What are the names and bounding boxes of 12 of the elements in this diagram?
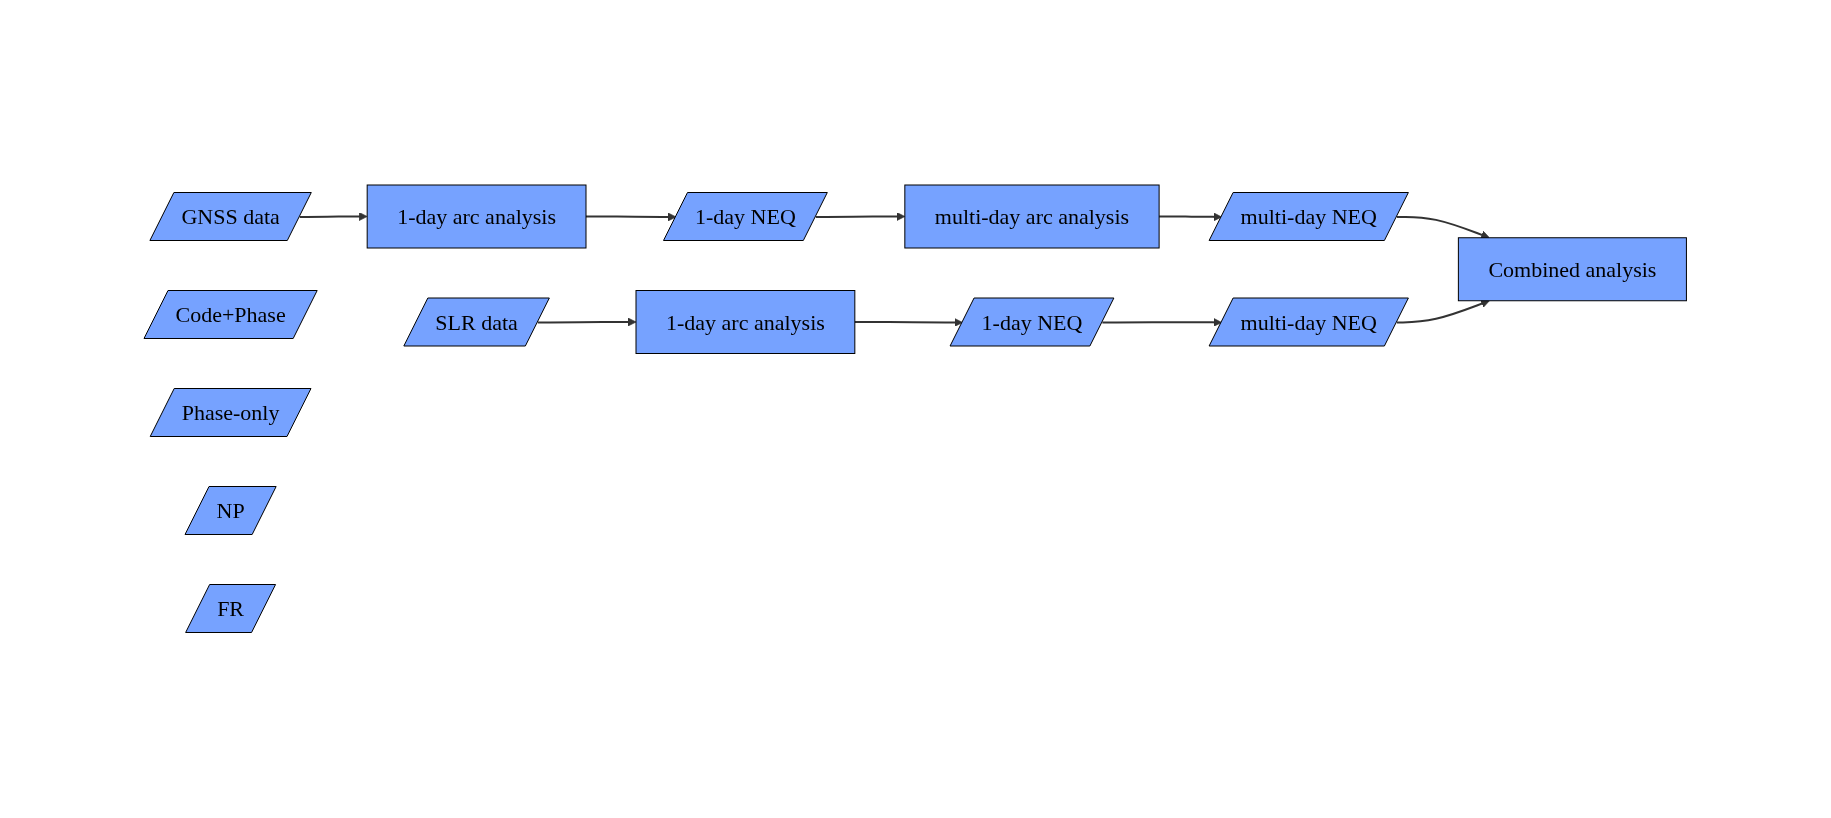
node-box: 1-day arc analysis xyxy=(366,184,587,249)
arrow xyxy=(299,212,368,222)
arrow xyxy=(1158,212,1223,222)
node-box: Combined analysis xyxy=(1458,237,1688,302)
arrow xyxy=(585,212,677,222)
arrow xyxy=(854,318,964,328)
node-box: 1-day arc analysis xyxy=(635,290,856,355)
arrow xyxy=(537,317,637,327)
arrow xyxy=(815,212,906,222)
arrow xyxy=(1396,216,1491,240)
arrow xyxy=(1101,318,1223,328)
node-box: multi-day arc analysis xyxy=(904,184,1160,249)
